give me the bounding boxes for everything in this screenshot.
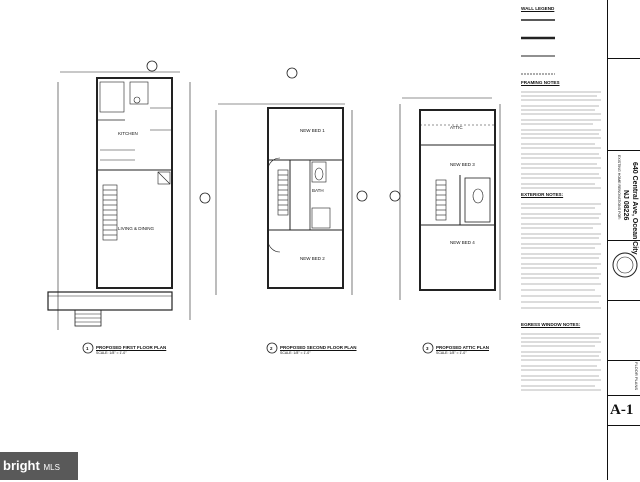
wall-legend-swatches xyxy=(521,19,555,75)
watermark-brand: bright xyxy=(3,458,40,473)
room-label-bath: BATH xyxy=(312,188,324,193)
plan-number-3: 3 xyxy=(426,346,429,351)
plan-number-1: 1 xyxy=(86,346,89,351)
egress-notes-text-lines xyxy=(521,333,601,391)
first-floor-scale: SCALE: 1/8" = 1'-0" xyxy=(96,351,127,355)
framing-notes-heading: FRAMING NOTES xyxy=(521,80,560,85)
exterior-notes-heading: EXTERIOR NOTES: xyxy=(521,192,564,197)
watermark-suffix: MLS xyxy=(43,463,60,472)
seal-stamp-icon xyxy=(612,252,638,278)
sheet-title: FLOOR PLANS xyxy=(634,362,639,391)
room-label-bed3: NEW BED 3 xyxy=(450,162,475,167)
room-label-bed1: NEW BED 1 xyxy=(300,128,325,133)
first-floor-plan-title: PROPOSED FIRST FLOOR PLAN xyxy=(96,345,167,350)
egress-notes-heading: EGRESS WINDOW NOTES: xyxy=(521,322,581,327)
brightmls-watermark-logo: bright MLS xyxy=(0,452,78,480)
project-description: EXISTING HOME RENOVATIONS FOR: xyxy=(617,155,621,220)
exterior-notes-text-lines xyxy=(521,203,601,309)
framing-notes-text-lines xyxy=(521,91,601,189)
room-label-bed2: NEW BED 2 xyxy=(300,256,325,261)
plan-number-2: 2 xyxy=(270,346,273,351)
room-label-attic: ATTIC xyxy=(450,125,463,130)
room-label-kitchen: KITCHEN xyxy=(118,131,138,136)
room-label-bed4: NEW BED 4 xyxy=(450,240,475,245)
second-floor-scale: SCALE: 1/8" = 1'-0" xyxy=(280,351,311,355)
room-label-living-dining: LIVING & DINING xyxy=(118,226,155,231)
attic-plan-scale: SCALE: 1/8" = 1'-0" xyxy=(436,351,467,355)
floor-plans-drawing xyxy=(47,60,501,354)
sheet-number: A-1 xyxy=(610,402,634,418)
project-address-line2: NJ 08226 xyxy=(622,190,629,221)
project-address-line1: 640 Central Ave, Ocean City xyxy=(631,162,638,255)
general-notes-column: WALL LEGEND FRAMING NOTES EXTERIOR NOTES… xyxy=(515,0,607,480)
attic-plan-title: PROPOSED ATTIC PLAN xyxy=(436,345,490,350)
second-floor-plan-title: PROPOSED SECOND FLOOR PLAN xyxy=(280,345,357,350)
title-block: 640 Central Ave, Ocean City NJ 08226 EXI… xyxy=(607,0,640,480)
wall-legend-heading: WALL LEGEND xyxy=(521,6,555,11)
